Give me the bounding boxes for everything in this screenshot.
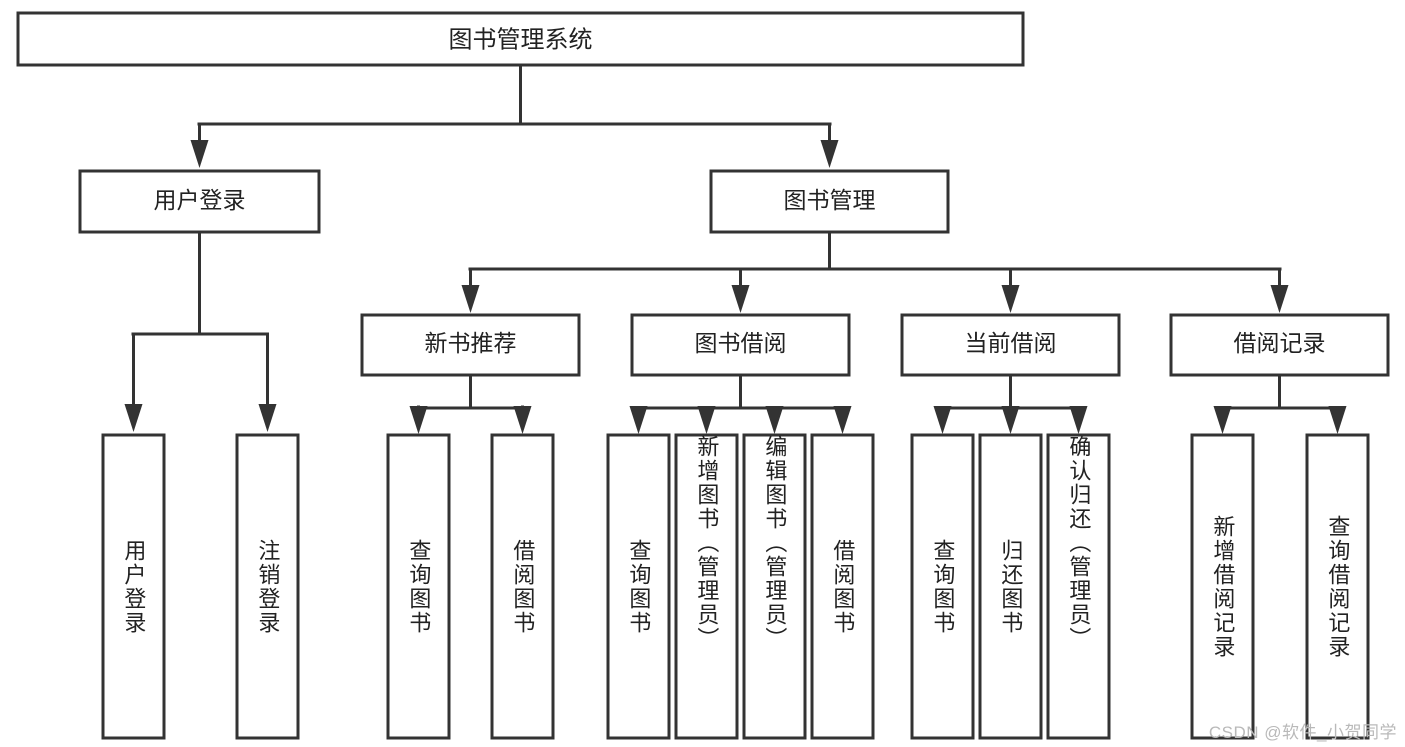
node-book-manage-label: 图书管理 — [784, 187, 876, 213]
node-borrow-record[interactable] — [1169, 313, 1390, 377]
node-new-book-recommend-label: 新书推荐 — [425, 330, 517, 356]
arrow-to-record — [1270, 285, 1289, 313]
arrow-to-leaf-current-3 — [1069, 406, 1088, 434]
arrow-to-leaf-current-1 — [933, 406, 952, 434]
arrow-to-leaf-current-2 — [1001, 406, 1020, 434]
node-user-login-label: 用户登录 — [154, 187, 246, 213]
arrow-to-leaf-borrow-4 — [833, 406, 852, 434]
node-current-borrow[interactable] — [900, 313, 1121, 377]
leaf-box-current-3[interactable] — [1046, 433, 1111, 740]
leaf-box-recommend-2[interactable] — [490, 433, 555, 740]
arrow-to-leaf-user-login-2 — [258, 404, 277, 432]
arrow-to-user-login — [190, 140, 209, 168]
arrow-to-current — [1001, 285, 1020, 313]
leaf-box-current-1[interactable] — [910, 433, 975, 740]
arrow-to-book-manage — [820, 140, 839, 168]
watermark-label: CSDN @软件_小贺同学 — [1208, 723, 1397, 742]
node-book-borrow-label: 图书借阅 — [695, 330, 787, 356]
arrow-to-leaf-record-1 — [1213, 406, 1232, 434]
arrow-to-recommend — [461, 285, 480, 313]
arrow-to-leaf-borrow-3 — [765, 406, 784, 434]
leaf-box-borrow-1[interactable] — [606, 433, 671, 740]
arrow-to-leaf-user-login-1 — [124, 404, 143, 432]
node-borrow-record-label: 借阅记录 — [1234, 330, 1326, 356]
leaf-box-user-login-2[interactable] — [235, 433, 300, 740]
node-book-manage[interactable] — [709, 169, 950, 234]
node-user-login[interactable] — [78, 169, 321, 234]
arrow-to-leaf-recommend-2 — [513, 406, 532, 434]
node-book-borrow[interactable] — [630, 313, 851, 377]
arrow-to-borrow — [731, 285, 750, 313]
leaf-box-borrow-4[interactable] — [810, 433, 875, 740]
leaf-box-record-1[interactable] — [1190, 433, 1255, 740]
node-current-borrow-label: 当前借阅 — [965, 330, 1057, 356]
leaf-box-borrow-2[interactable] — [674, 433, 739, 740]
nodes: 图书管理系统 用户登录 图书管理 新书推荐 图书借阅 当前借阅 借阅记录 — [16, 11, 1390, 740]
node-root-label: 图书管理系统 — [449, 26, 593, 53]
leaf-box-record-2[interactable] — [1305, 433, 1370, 740]
arrow-to-leaf-record-2 — [1328, 406, 1347, 434]
arrow-to-leaf-recommend-1 — [409, 406, 428, 434]
leaf-box-user-login-1[interactable] — [101, 433, 166, 740]
arrow-to-leaf-borrow-1 — [629, 406, 648, 434]
node-new-book-recommend[interactable] — [360, 313, 581, 377]
leaf-box-borrow-3[interactable] — [742, 433, 807, 740]
leaf-box-current-2[interactable] — [978, 433, 1043, 740]
leaf-box-recommend-1[interactable] — [386, 433, 451, 740]
arrow-to-leaf-borrow-2 — [697, 406, 716, 434]
node-root[interactable] — [16, 11, 1025, 67]
